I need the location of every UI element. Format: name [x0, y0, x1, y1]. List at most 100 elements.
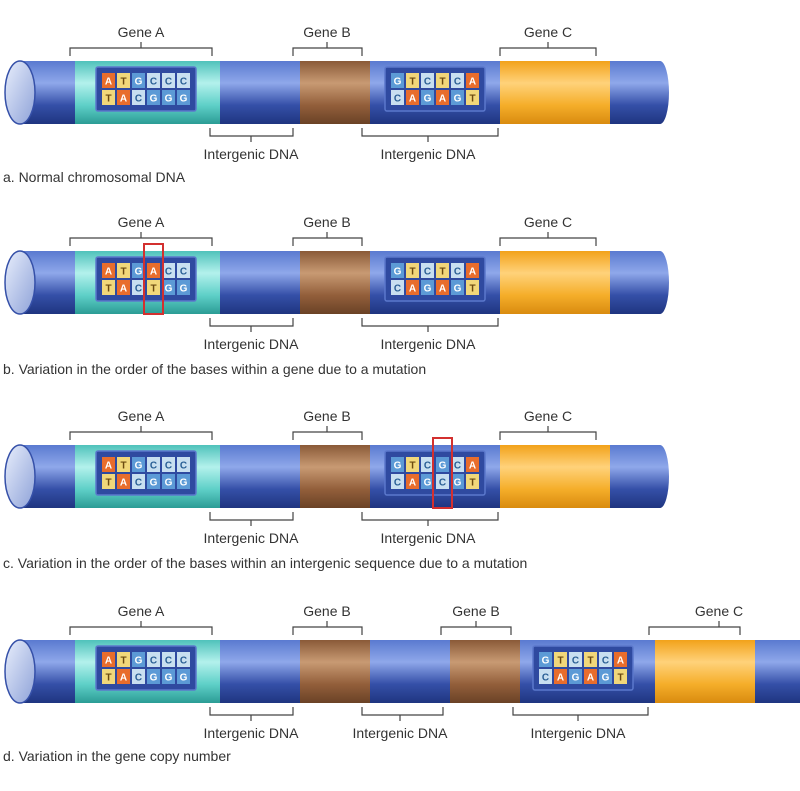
bracket-intergenic-2: [361, 707, 444, 721]
label-intergenic-1: Intergenic DNA: [204, 336, 300, 352]
base-cell: [421, 280, 434, 295]
label-intergenic-1: Intergenic DNA: [204, 146, 300, 162]
base-cell: [466, 280, 479, 295]
base-cell: [147, 652, 160, 667]
gene-b-segment: [450, 640, 520, 703]
base-letter: A: [105, 267, 112, 278]
base-letter: G: [165, 478, 173, 489]
base-cell: [436, 280, 449, 295]
base-letter: A: [469, 77, 476, 88]
gene-c-segment: [500, 61, 610, 124]
base-letter: G: [135, 77, 143, 88]
label-intergenic-2: Intergenic DNA: [381, 336, 477, 352]
base-cell: [451, 73, 464, 88]
base-letter: A: [120, 673, 127, 684]
base-letter: C: [454, 77, 461, 88]
label-gene-a: Gene A: [118, 408, 165, 424]
base-cell: [436, 73, 449, 88]
base-cell: [102, 280, 115, 295]
base-cell: [162, 457, 175, 472]
base-cell: [569, 669, 582, 684]
base-cell: [391, 263, 404, 278]
chromosome-left-cap: [4, 639, 36, 704]
base-letter: T: [105, 284, 111, 295]
base-cell: [466, 474, 479, 489]
base-letter: C: [135, 673, 142, 684]
bracket-gene-b: [292, 621, 363, 635]
gene-c-segment: [500, 445, 610, 508]
base-letter: G: [394, 461, 402, 472]
base-cell: [451, 263, 464, 278]
base-letter: C: [150, 77, 157, 88]
base-letter: C: [165, 77, 172, 88]
bracket-intergenic-3: [512, 707, 649, 721]
base-letter: T: [409, 77, 415, 88]
base-cell: [421, 263, 434, 278]
base-letter: A: [409, 94, 416, 105]
base-letter: G: [165, 284, 173, 295]
base-cell: [421, 90, 434, 105]
base-cell: [102, 457, 115, 472]
bracket-gene-c: [499, 426, 597, 440]
base-letter: T: [587, 656, 593, 667]
base-letter: C: [454, 461, 461, 472]
base-cell: [466, 457, 479, 472]
base-cell: [132, 652, 145, 667]
label-intergenic-3: Intergenic DNA: [531, 725, 627, 741]
base-cell: [177, 652, 190, 667]
base-letter: T: [469, 284, 475, 295]
chromosome-left-cap: [4, 444, 36, 509]
base-letter: C: [180, 461, 187, 472]
bracket-gene-c: [648, 621, 741, 635]
base-letter: A: [557, 673, 564, 684]
base-letter: G: [424, 478, 432, 489]
base-letter: A: [587, 673, 594, 684]
bracket-gene-a: [69, 426, 213, 440]
label-intergenic-1: Intergenic DNA: [204, 725, 300, 741]
base-cell: [177, 73, 190, 88]
base-cell: [147, 474, 160, 489]
base-letter: G: [180, 478, 188, 489]
base-cell: [132, 90, 145, 105]
base-cell: [554, 669, 567, 684]
base-cell: [421, 474, 434, 489]
base-cell: [102, 652, 115, 667]
base-letter: T: [105, 94, 111, 105]
base-cell: [391, 474, 404, 489]
base-cell: [162, 73, 175, 88]
base-cell: [436, 474, 449, 489]
base-cell: [406, 263, 419, 278]
label-gene-b: Gene B: [303, 214, 350, 230]
label-intergenic-1: Intergenic DNA: [204, 530, 300, 546]
base-cell: [436, 90, 449, 105]
base-cell: [451, 280, 464, 295]
base-letter: G: [424, 94, 432, 105]
base-cell: [147, 73, 160, 88]
base-cell: [102, 90, 115, 105]
base-cell: [132, 669, 145, 684]
base-cell: [421, 457, 434, 472]
base-cell: [117, 263, 130, 278]
base-letter: C: [394, 478, 401, 489]
base-letter: C: [602, 656, 609, 667]
chromosome-segment-blue: [220, 61, 300, 124]
base-cell: [147, 457, 160, 472]
base-letter: G: [165, 673, 173, 684]
bracket-gene-b: [292, 42, 363, 56]
base-letter: G: [135, 461, 143, 472]
base-cell: [539, 669, 552, 684]
gene-c-segment: [500, 251, 610, 314]
base-letter: G: [394, 267, 402, 278]
base-letter: T: [120, 77, 126, 88]
base-letter: G: [180, 284, 188, 295]
base-cell: [102, 669, 115, 684]
base-letter: C: [572, 656, 579, 667]
base-letter: T: [120, 656, 126, 667]
base-cell: [132, 457, 145, 472]
base-letter: C: [180, 77, 187, 88]
base-cell: [584, 669, 597, 684]
label-intergenic-2: Intergenic DNA: [381, 146, 477, 162]
base-letter: C: [394, 94, 401, 105]
